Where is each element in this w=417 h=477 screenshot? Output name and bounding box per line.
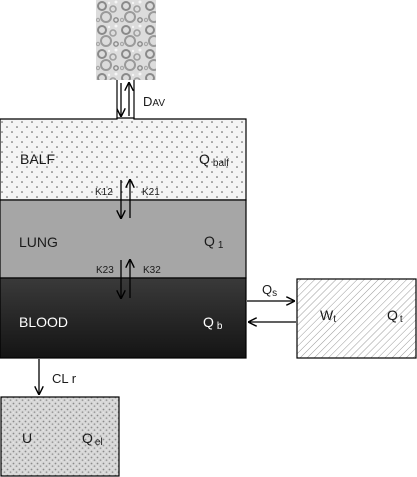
k12-label: K12 xyxy=(95,187,113,198)
balf-name: BALF xyxy=(20,151,55,167)
tissue-w-label: Wt xyxy=(320,307,336,325)
tissue-compartment xyxy=(296,278,417,359)
k21-label: K21 xyxy=(142,187,160,198)
clr-label: CL r xyxy=(52,371,77,386)
blood-name: BLOOD xyxy=(19,314,68,330)
lung-name: LUNG xyxy=(19,234,58,250)
qs-label: Qs xyxy=(262,282,277,299)
k32-label: K32 xyxy=(143,265,161,276)
dav-label: DAV xyxy=(143,94,165,109)
urine-compartment xyxy=(0,396,120,477)
k23-label: K23 xyxy=(96,265,114,276)
alveolar-space-block xyxy=(96,0,156,80)
urine-name: U xyxy=(22,430,32,446)
